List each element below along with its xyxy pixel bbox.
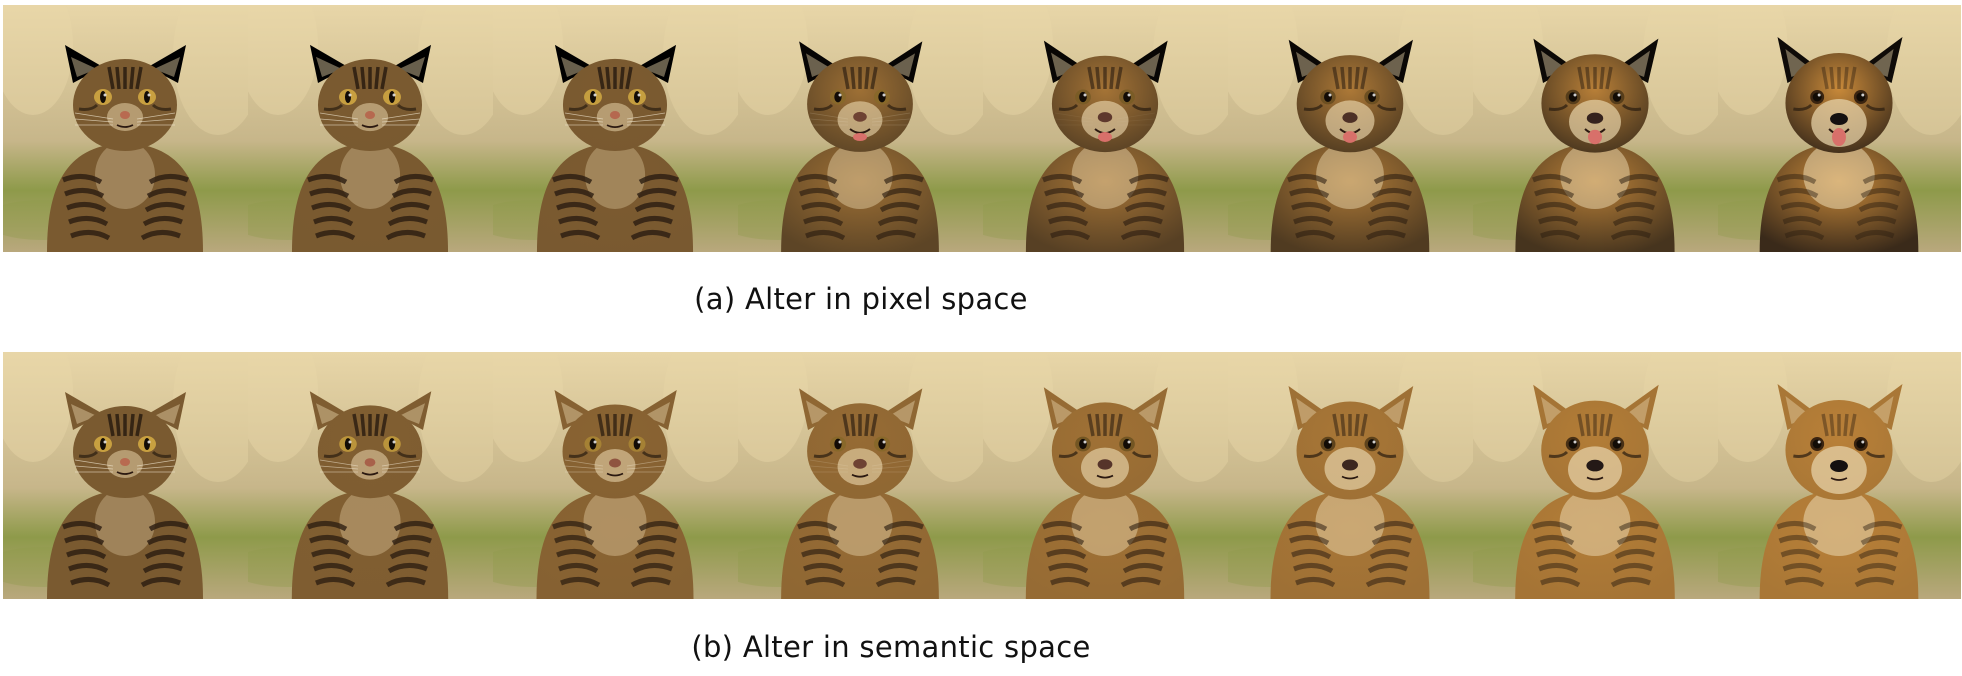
animal-figure [1759,37,1919,252]
morph-frame-2 [248,352,493,599]
morph-frame-3 [493,352,738,599]
animal-figure [1270,39,1430,252]
animal-figure [1515,384,1675,599]
morph-frame-4 [738,352,983,599]
semantic-space-image-strip [3,352,1961,599]
animal-figure [536,390,694,599]
morph-frame-3 [493,5,738,252]
animal-figure [1759,384,1919,599]
animal-figure [291,391,449,599]
morph-frame-8 [1718,352,1961,599]
animal-figure [47,392,203,599]
caption-semantic-space-text: (b) Alter in semantic space [691,630,1091,664]
animal-figure [781,41,939,252]
animal-figure [1025,387,1185,599]
animal-figure [1515,38,1675,252]
caption-pixel-space: (a) Alter in pixel space [0,282,1962,316]
morph-frame-2 [248,5,493,252]
morph-frame-1 [3,352,248,599]
morph-frame-7 [1473,352,1718,599]
caption-pixel-space-text: (a) Alter in pixel space [694,282,1028,316]
animal-figure [781,388,939,599]
morph-frame-1 [3,5,248,252]
morph-frame-7 [1473,5,1718,252]
animal-figure [291,44,449,252]
morph-frame-5 [983,352,1228,599]
animal-figure [1025,40,1185,252]
morph-frame-4 [738,5,983,252]
animal-figure [47,45,203,252]
animal-figure [536,44,694,252]
morph-frame-6 [1228,352,1473,599]
animal-figure [1270,386,1430,599]
morph-frame-6 [1228,5,1473,252]
caption-semantic-space: (b) Alter in semantic space [0,630,1962,664]
morph-frame-8 [1718,5,1961,252]
morph-frame-5 [983,5,1228,252]
pixel-space-image-strip [3,5,1961,252]
